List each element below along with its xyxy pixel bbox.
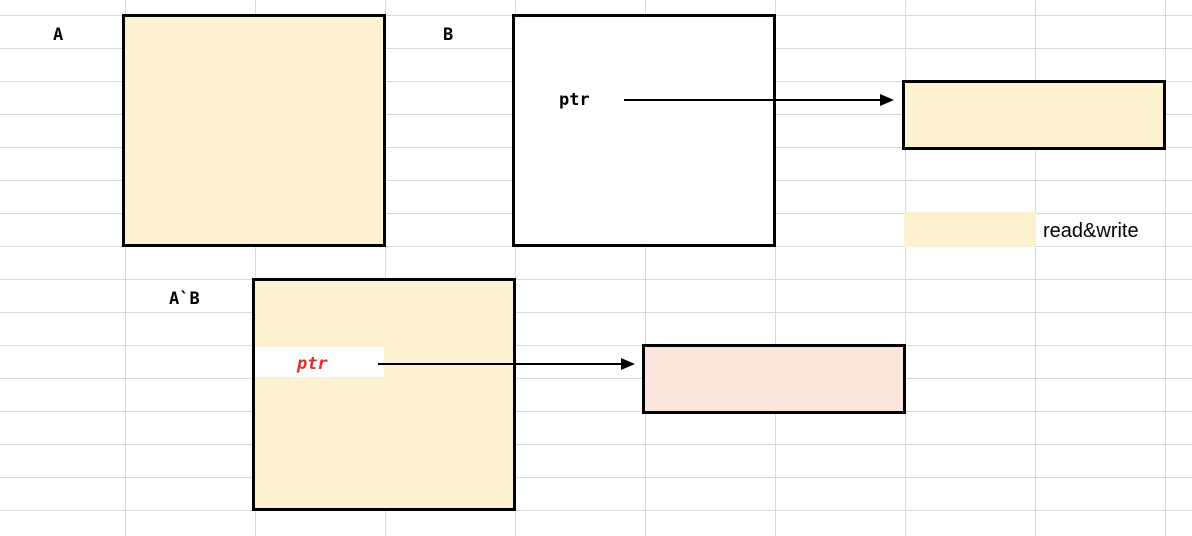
ptr-ab-cell: [255, 347, 384, 377]
box-a-b-target: [642, 344, 906, 414]
label-a-b: A`B: [169, 289, 200, 309]
box-a: [122, 14, 386, 247]
label-a: A: [53, 25, 64, 45]
label-ptr-ab: ptr: [297, 354, 328, 374]
arrow-ptr-b: [624, 94, 894, 106]
arrow-ptr-ab: [378, 358, 635, 370]
legend-label-readwrite: read&write: [1043, 220, 1139, 242]
box-b: [512, 14, 776, 247]
box-b-target: [902, 80, 1166, 150]
label-ptr-b: ptr: [559, 90, 590, 110]
legend-swatch-readwrite: [904, 212, 1036, 247]
box-a-b: [252, 278, 516, 511]
label-b: B: [443, 25, 454, 45]
